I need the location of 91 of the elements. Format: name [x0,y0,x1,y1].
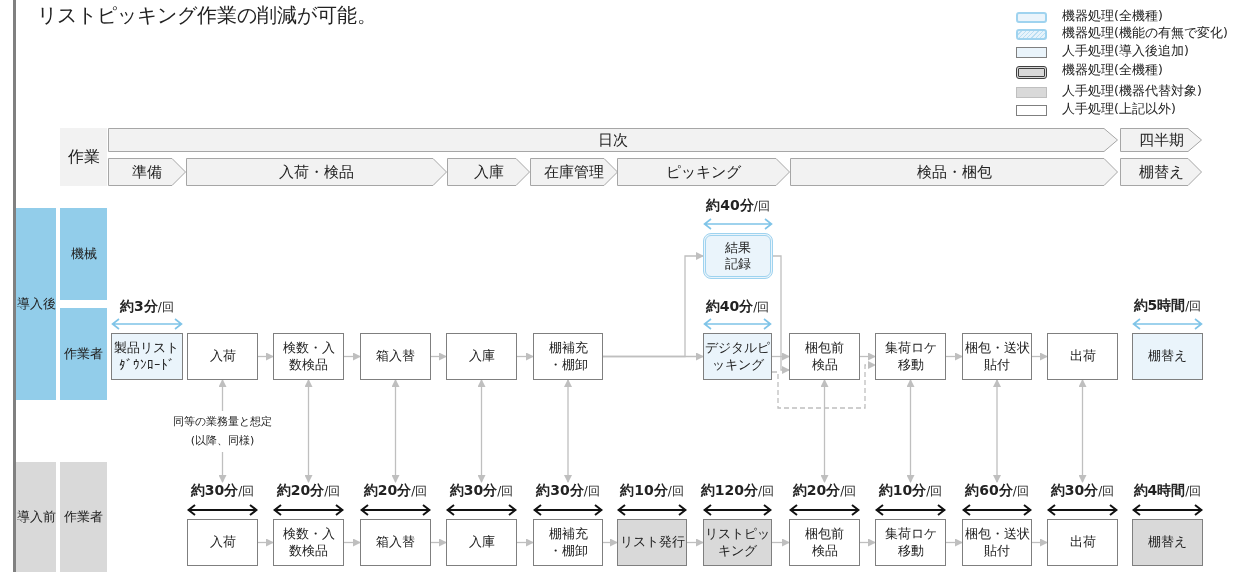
arrow [820,379,829,483]
row-label: 作業者 [60,308,107,400]
process-box: 製品リストﾀﾞｳﾝﾛｰﾄﾞ [111,333,183,380]
phase-banner: 在庫管理 [530,158,618,186]
arrow [771,361,876,409]
arrow [945,538,963,547]
phase-banner: 日次 [108,128,1118,152]
duration-label: 約120分/回 [699,482,776,498]
phase-banner: 準備 [108,158,186,186]
arrow [993,379,1001,483]
legend-label: 人手処理(導入後追加) [1062,43,1189,60]
duration-label: 約5時間/回 [1132,297,1203,313]
arrow [343,352,361,361]
process-box: リスト発行 [617,519,687,566]
process-box: 棚替え [1132,333,1203,380]
arrow [430,538,447,547]
legend-label: 機器処理(全機種) [1062,62,1163,79]
phase-banner: 四半期 [1120,128,1202,152]
arrow [304,379,313,483]
duration-label: 約40分/回 [705,197,771,213]
arrow [477,379,486,483]
duration-label: 約20分/回 [791,482,858,498]
header-cell: 作業 [60,128,107,186]
arrow [771,352,790,361]
duration-label: 約30分/回 [189,482,256,498]
arrow [391,379,400,483]
row-label: 機械 [60,208,107,300]
process-box: 出荷 [1047,519,1118,566]
process-box: 棚補充・棚卸 [533,333,603,380]
legend-label: 機器処理(全機種) [1062,8,1163,25]
process-box: 梱包前検品 [789,519,860,566]
duration-label: 約20分/回 [275,482,342,498]
duration-label: 約10分/回 [877,482,944,498]
row-label: 導入前 [16,462,56,572]
process-box: 棚替え [1132,519,1203,566]
process-box: 検数・入数検品 [273,519,344,566]
process-box: 入庫 [446,333,517,380]
arrow [1031,538,1048,547]
process-box: リストピッキング [703,519,772,566]
arrow [1031,352,1048,361]
duration-label: 約4時間/回 [1132,482,1203,498]
arrow [859,538,876,547]
arrow [906,379,915,483]
process-box: 箱入替 [360,333,431,380]
process-box: 入荷 [187,333,258,380]
process-box: 梱包・送状貼付 [962,333,1032,380]
process-box: 梱包前検品 [789,333,860,380]
process-box: 箱入替 [360,519,431,566]
phase-banner: 入庫 [447,158,530,186]
duration-label: 約30分/回 [535,482,601,498]
arrow [430,352,447,361]
process-box: 入庫 [446,519,517,566]
phase-banner: 棚替え [1120,158,1202,186]
title: リストピッキング作業の削減が可能。 [37,2,377,29]
duration-label: 約30分/回 [1049,482,1116,498]
duration-label: 約60分/回 [964,482,1030,498]
phase-banner: ピッキング [617,158,790,186]
phase-banner: 検品・梱包 [790,158,1118,186]
process-box: デジタルピッキング [703,333,772,380]
legend-label: 機器処理(機能の有無で変化) [1062,25,1228,42]
legend-label: 人手処理(上記以外) [1062,101,1176,118]
arrow [859,352,876,361]
arrow [1078,379,1087,483]
arrow [257,352,274,361]
arrow [602,252,704,358]
arrow [516,352,534,361]
arrow [257,538,274,547]
arrow [564,379,572,483]
row-label: 作業者 [60,462,107,572]
process-box: 出荷 [1047,333,1118,380]
arrow [945,352,963,361]
process-box: 棚補充・棚卸 [533,519,603,566]
duration-label: 約30分/回 [448,482,515,498]
arrow [343,538,361,547]
legend-label: 人手処理(機器代替対象) [1062,83,1202,100]
process-box: 入荷 [187,519,258,566]
row-label: 導入後 [16,208,56,400]
arrow [772,255,790,374]
process-box: 集荷ロケ移動 [875,333,946,380]
duration-label: 約20分/回 [362,482,429,498]
arrow [602,538,618,547]
arrow [771,538,790,547]
process-box: 検数・入数検品 [273,333,344,380]
process-box: 集荷ロケ移動 [875,519,946,566]
duration-label: 約10分/回 [619,482,685,498]
record-box: 結果記録 [703,233,773,279]
process-box: 梱包・送状貼付 [962,519,1032,566]
duration-label: 約3分/回 [119,298,175,314]
arrow [516,538,534,547]
duration-label: 約40分/回 [704,298,771,314]
arrow [686,538,704,547]
